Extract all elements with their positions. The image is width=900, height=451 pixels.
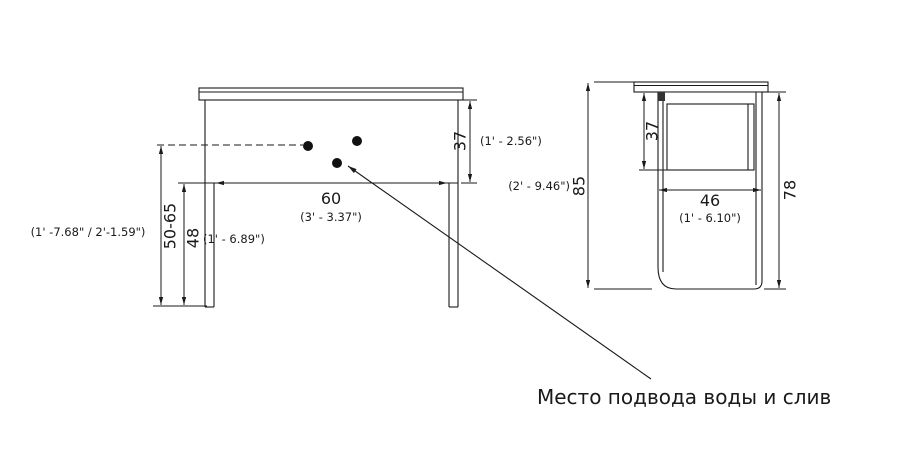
side-dim-37-label: 37 <box>643 121 662 141</box>
side-dim-46-label: 46 <box>700 191 720 210</box>
drain-hole <box>332 158 342 168</box>
front-view <box>157 87 464 308</box>
side-drawer-outline <box>666 103 755 171</box>
annotation-leader-line <box>347 165 652 380</box>
front-dim-50-65-ft-label: (1' -7.68" / 2'-1.59") <box>31 225 146 239</box>
side-dimension-lines <box>639 91 786 290</box>
front-dim-48-ft-label: (1' - 6.89") <box>203 232 265 246</box>
front-dim-60-ft-label: (3' - 3.37") <box>300 210 362 224</box>
side-mount-bracket <box>658 92 665 101</box>
side-dim-46-ft-label: (1' - 6.10") <box>679 211 741 225</box>
side-view <box>633 81 769 290</box>
dim-85-ft-label: (2' - 9.46") <box>508 179 570 193</box>
water-supply-hole-left <box>303 141 313 151</box>
front-dim-60-label: 60 <box>321 189 341 208</box>
front-dimension-lines <box>153 81 652 307</box>
annotation-label: Место подвода воды и слив <box>537 385 831 409</box>
front-dim-50-65-label: 50-65 <box>161 203 180 250</box>
dim-85-label: 85 <box>570 176 589 196</box>
side-dim-78-label: 78 <box>781 180 800 200</box>
side-countertop <box>633 81 769 93</box>
water-supply-hole-right <box>352 136 362 146</box>
front-countertop <box>198 87 464 101</box>
front-dim-37-ft-label: (1' - 2.56") <box>480 134 542 148</box>
front-dim-48-label: 48 <box>184 228 203 248</box>
annotation-callout: Место подвода воды и слив <box>347 165 831 409</box>
front-dim-37-label: 37 <box>451 131 470 151</box>
